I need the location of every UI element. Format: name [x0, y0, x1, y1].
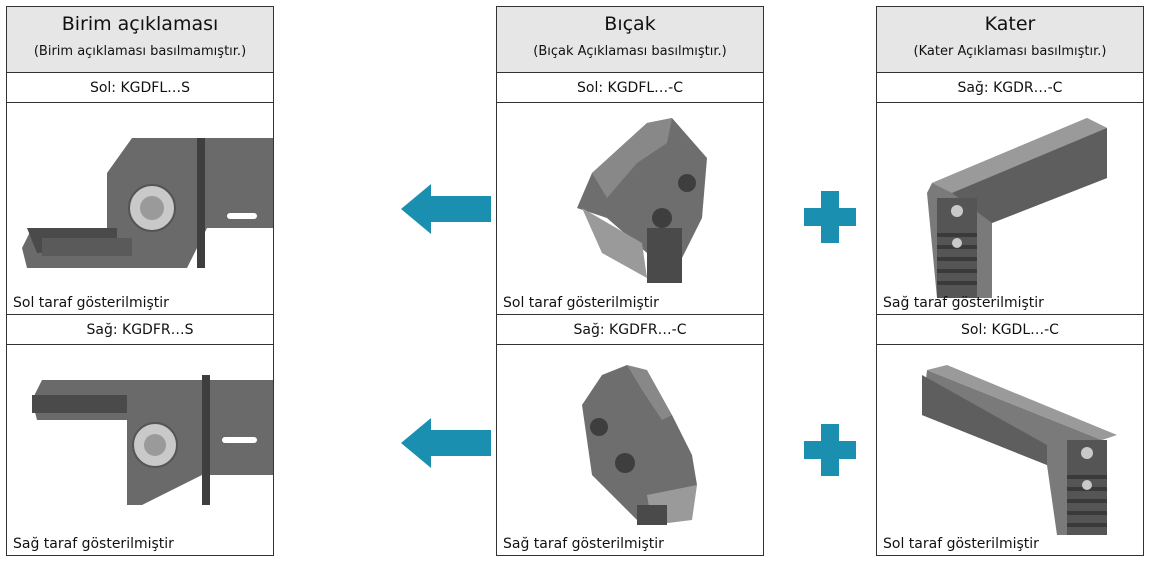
holder-subtitle: (Kater Açıklaması basılmıştır.)	[913, 44, 1107, 59]
unit-subtitle: (Birim açıklaması basılmamıştır.)	[33, 44, 247, 59]
arrow-left-icon	[401, 184, 491, 234]
unit-left-cell: Sol taraf gösterilmiştir	[6, 102, 274, 315]
holder-left-image	[922, 365, 1117, 535]
unit-left-image	[22, 138, 273, 268]
unit-right-image	[32, 375, 273, 505]
blade-left-cell: Sol taraf gösterilmiştir	[496, 102, 764, 315]
holder-right-cell: Sağ taraf gösterilmiştir	[876, 102, 1144, 315]
blade-header: Bıçak (Bıçak Açıklaması basılmıştır.)	[496, 6, 764, 73]
blade-right-cell: Sağ taraf gösterilmiştir	[496, 344, 764, 556]
blade-left-image	[577, 118, 707, 283]
holder-title: Kater	[984, 13, 1036, 35]
unit-right-cell: Sağ taraf gösterilmiştir	[6, 344, 274, 556]
holder-right-caption: Sağ taraf gösterilmiştir	[883, 295, 1044, 311]
blade-left-code: Sol: KGDFL…-C	[496, 72, 764, 103]
blade-subtitle: (Bıçak Açıklaması basılmıştır.)	[533, 44, 727, 59]
plus-icon	[804, 424, 856, 476]
unit-right-code: Sağ: KGDFR…S	[6, 314, 274, 345]
blade-title: Bıçak	[604, 13, 656, 35]
unit-left-caption: Sol taraf gösterilmiştir	[13, 295, 169, 311]
unit-title: Birim açıklaması	[61, 13, 219, 35]
holder-left-code: Sol: KGDL…-C	[876, 314, 1144, 345]
holder-header: Kater (Kater Açıklaması basılmıştır.)	[876, 6, 1144, 73]
plus-icon	[804, 191, 856, 243]
blade-right-image	[582, 365, 697, 525]
holder-right-code: Sağ: KGDR…-C	[876, 72, 1144, 103]
holder-left-caption: Sol taraf gösterilmiştir	[883, 536, 1039, 552]
holder-left-cell: Sol taraf gösterilmiştir	[876, 344, 1144, 556]
holder-right-image	[927, 118, 1107, 298]
unit-left-code: Sol: KGDFL…S	[6, 72, 274, 103]
blade-right-code: Sağ: KGDFR…-C	[496, 314, 764, 345]
unit-header: Birim açıklaması (Birim açıklaması basıl…	[6, 6, 274, 73]
unit-right-caption: Sağ taraf gösterilmiştir	[13, 536, 174, 552]
arrow-left-icon	[401, 418, 491, 468]
blade-left-caption: Sol taraf gösterilmiştir	[503, 295, 659, 311]
blade-right-caption: Sağ taraf gösterilmiştir	[503, 536, 664, 552]
